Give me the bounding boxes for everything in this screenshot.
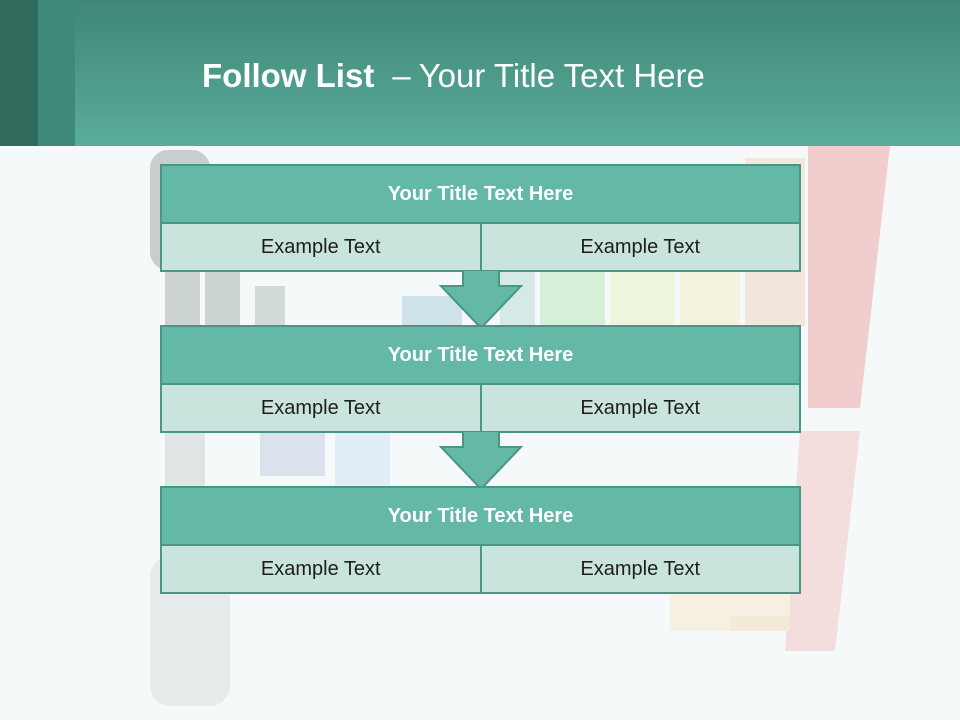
slide-header: Follow List–Your Title Text Here: [0, 0, 960, 146]
slide-title-rest: Your Title Text Here: [418, 57, 705, 94]
down-arrow-icon: [438, 431, 524, 491]
row-cell-left: Example Text: [162, 385, 480, 431]
row-title: Your Title Text Here: [162, 488, 799, 546]
row-title: Your Title Text Here: [162, 327, 799, 385]
slide-title-bold: Follow List: [202, 57, 375, 94]
row-cell-right: Example Text: [479, 224, 799, 270]
header-accent-dark: [0, 0, 38, 146]
list-row-1: Your Title Text Here Example Text Exampl…: [160, 164, 801, 272]
row-cell-right: Example Text: [479, 385, 799, 431]
row-title: Your Title Text Here: [162, 166, 799, 224]
row-cell-left: Example Text: [162, 224, 480, 270]
slide-title-separator: –: [392, 57, 411, 94]
down-arrow-icon: [438, 270, 524, 330]
list-row-2: Your Title Text Here Example Text Exampl…: [160, 325, 801, 433]
row-cell-left: Example Text: [162, 546, 480, 592]
row-cell-right: Example Text: [479, 546, 799, 592]
list-row-3: Your Title Text Here Example Text Exampl…: [160, 486, 801, 594]
slide-title: Follow List–Your Title Text Here: [202, 54, 705, 98]
header-accent-mid: [38, 0, 75, 146]
